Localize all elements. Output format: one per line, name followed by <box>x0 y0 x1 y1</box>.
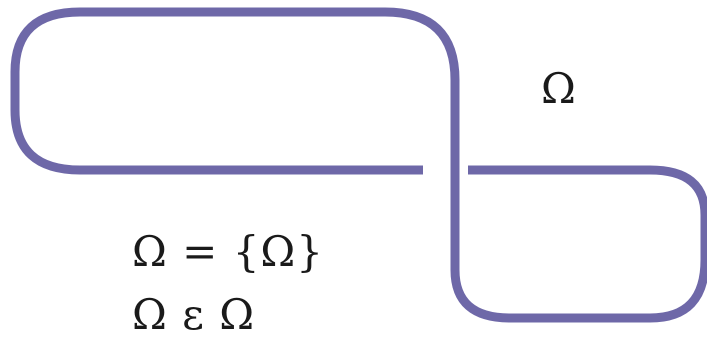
equation-set-definition: Ω = {Ω} <box>132 231 324 273</box>
region-omega-label: Ω <box>541 68 576 110</box>
upper-loop-curve <box>15 12 705 318</box>
equation-self-membership: Ω ε Ω <box>132 294 255 336</box>
